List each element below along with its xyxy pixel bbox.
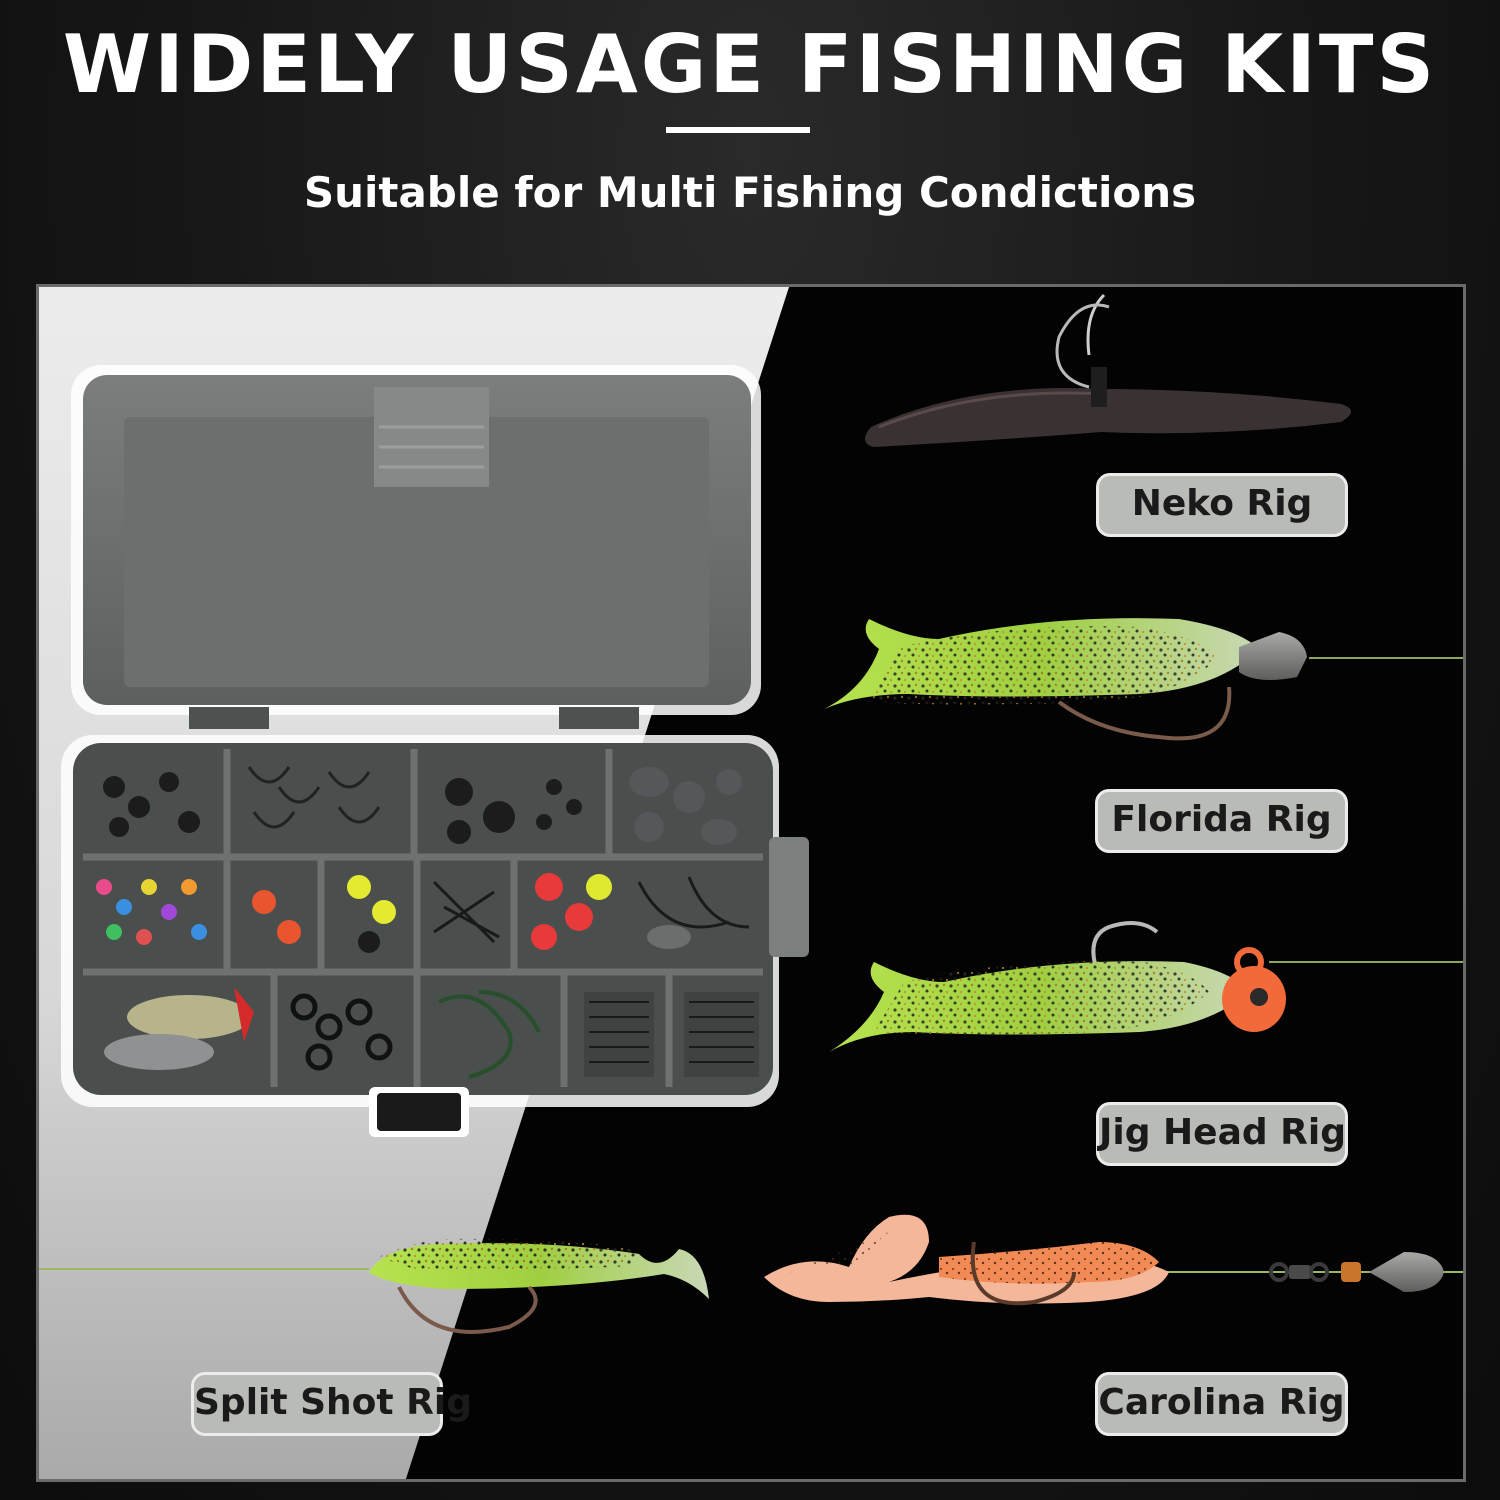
- rig-label-neko: Neko Rig: [1096, 473, 1348, 537]
- panel-artwork: [39, 287, 1463, 1479]
- neko-rig-worm-image: [864, 293, 1351, 447]
- subheadline: Suitable for Multi Fishing Condictions: [303, 168, 1197, 217]
- title-underline: [666, 127, 810, 133]
- product-panel: Neko Rig Florida Rig Jig Head Rig Split …: [36, 284, 1466, 1482]
- rig-label-jig-head: Jig Head Rig: [1096, 1102, 1348, 1166]
- rig-label-florida: Florida Rig: [1095, 789, 1348, 853]
- florida-rig-lure-image: [824, 618, 1463, 741]
- split-shot-rig-lure-image: [39, 1238, 709, 1334]
- jig-head-rig-lure-image: [829, 921, 1463, 1052]
- rig-label-carolina: Carolina Rig: [1095, 1372, 1348, 1436]
- carolina-rig-lure-image: [764, 1214, 1463, 1306]
- headline: WIDELY USAGE FISHING KITS: [62, 18, 1438, 111]
- rig-label-split-shot: Split Shot Rig: [191, 1372, 472, 1436]
- tackle-box-image: [61, 365, 809, 1137]
